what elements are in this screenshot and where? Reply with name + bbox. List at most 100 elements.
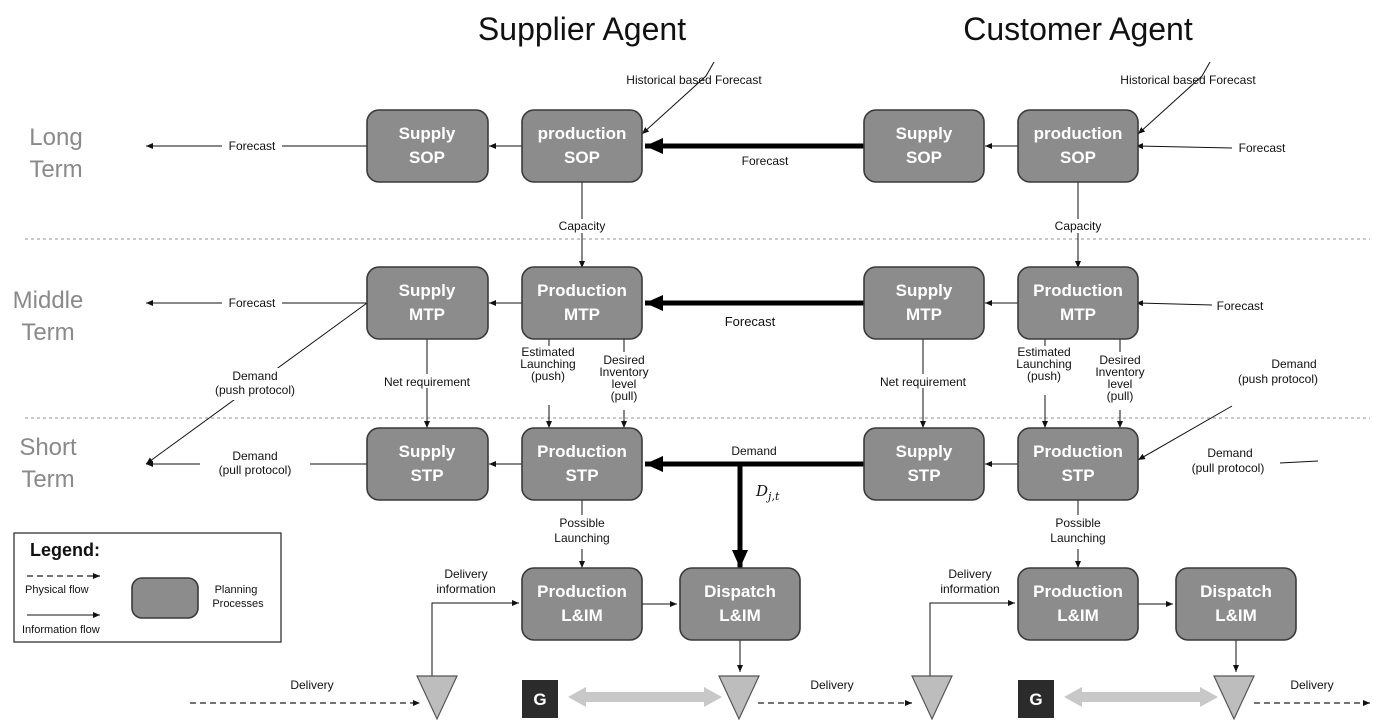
label-line: Estimated [521,345,574,359]
delivery-information-arrow [929,600,1015,680]
box-line: Supply [399,124,456,143]
g-box [1018,680,1054,718]
label-line: Delivery [444,567,487,581]
label-line: Inventory [599,365,648,379]
inventory-triangle [416,675,458,721]
label-line: (pull protocol) [1192,461,1265,475]
inventory-triangle [911,675,953,721]
label-line: Inventory [1095,365,1144,379]
net-requirement-label: Net requirement [384,375,471,389]
demand-pull-label: Demand(pull protocol) [1192,446,1265,475]
term-line: Short [19,434,77,461]
historical-forecast-arrow [1137,61,1211,135]
term-line: Term [21,466,74,493]
label-line: information [436,582,495,596]
box-line: Supply [896,281,953,300]
forecast-label: Forecast [229,296,276,310]
customer-agent-title: Customer Agent [963,11,1193,47]
forecast-in-arrow [1135,143,1233,150]
box-line: L&IM [1057,606,1099,625]
legend-information-label: Information flow [22,624,100,636]
box-line: STP [410,466,443,485]
demand-push-label: Demand(push protocol) [215,369,295,397]
box-line: Production [1033,582,1123,601]
term-line: Term [29,156,82,183]
inventory-triangle [1213,675,1255,721]
demand-push-label: Demand(push protocol) [1238,357,1318,386]
demand-variable: Dj,t [755,482,780,503]
label-line: Desired [603,353,644,367]
legend: Legend: Physical flow Information flow P… [13,532,282,643]
label-line: Launching [1050,531,1105,545]
demand-variable-subscript: j,t [765,490,780,503]
g-label: G [533,690,546,709]
box-line: SOP [564,148,600,167]
inventory-triangle [718,675,760,721]
label-line: level [1108,377,1133,391]
capacity-label: Capacity [1055,219,1102,233]
box-line: L&IM [1215,606,1257,625]
forecast-label: Forecast [1239,141,1286,155]
label-line: Launching [1016,357,1071,371]
capacity-label: Capacity [559,219,606,233]
historical-forecast-label: Historical based Forecast [626,73,762,87]
box-line: MTP [906,305,942,324]
delivery-label: Delivery [1290,678,1333,692]
label-line: Possible [559,516,605,530]
label-line: Demand [232,449,277,463]
box-line: Production [537,582,627,601]
forecast-label: Forecast [229,139,276,153]
demand-label: Demand [731,444,776,458]
gray-double-arrow [568,687,722,707]
label-line: Demand [232,369,277,383]
box-line: SOP [906,148,942,167]
label-line: (push protocol) [215,383,295,397]
legend-title: Legend: [30,540,100,560]
box-line: MTP [409,305,445,324]
box-line: MTP [564,305,600,324]
label-line: (pull) [611,389,638,403]
box-line: STP [1061,466,1094,485]
box-line: Supply [896,124,953,143]
term-line: Long [29,124,82,151]
demand-variable-d: D [755,482,768,500]
box-line: Supply [399,442,456,461]
box-line: STP [907,466,940,485]
gray-double-arrow [1064,687,1218,707]
label-line: Delivery [948,567,991,581]
label-line: (push protocol) [1238,372,1318,386]
box-line: Dispatch [1200,582,1272,601]
box-line: SOP [1060,148,1096,167]
forecast-label: Forecast [1217,299,1264,313]
demand-pull-stub [1279,460,1319,464]
label-line: (pull) [1107,389,1134,403]
